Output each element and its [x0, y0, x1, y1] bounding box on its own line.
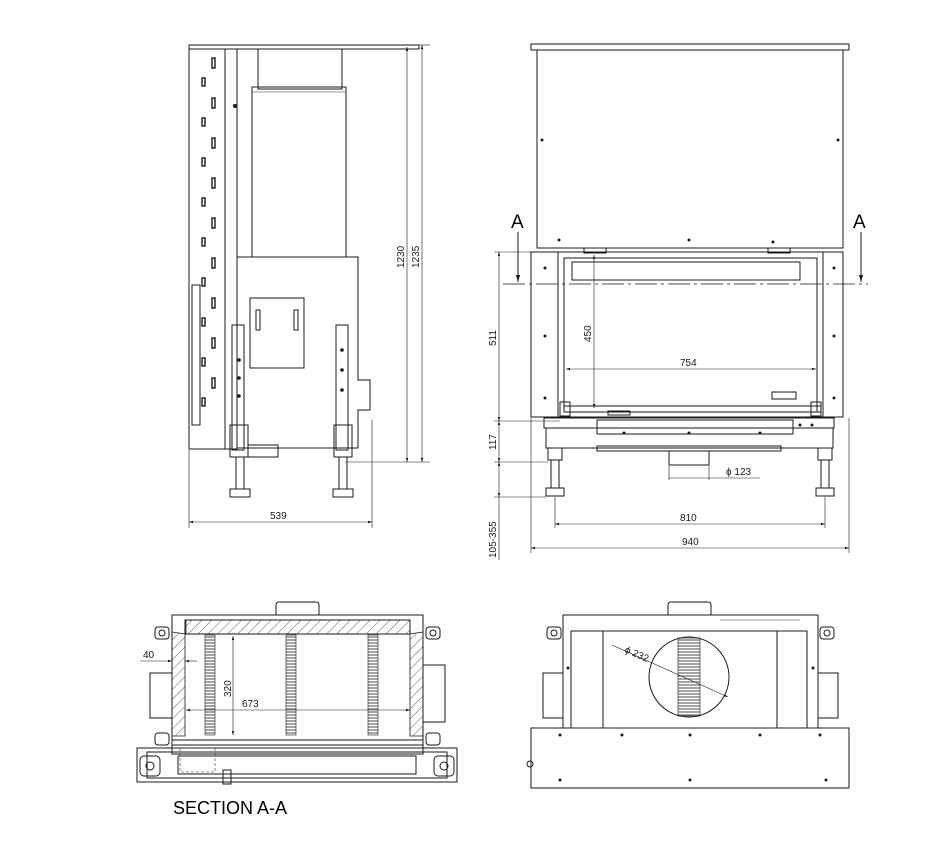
- opening-height-450: 450: [583, 325, 594, 342]
- section-width-673: 673: [242, 699, 259, 710]
- section-wall-40: 40: [143, 650, 155, 661]
- total-width-940: 940: [682, 537, 699, 548]
- glass-height-511: 511: [488, 330, 499, 346]
- section-caption: SECTION A-A: [173, 798, 287, 818]
- side-height-1230: 1230: [396, 245, 407, 268]
- side-wall-slots: [201, 57, 216, 407]
- side-depth-539: 539: [270, 511, 287, 522]
- outlet-diameter-232: ϕ 232: [623, 645, 651, 665]
- section-a-a-view: 320 673 40 SECTION A-A: [136, 601, 458, 818]
- top-view: ϕ 232: [526, 601, 850, 789]
- front-view: A A 450 754 511 117 105-355 ϕ 123 810: [488, 43, 868, 560]
- section-marker-left: A: [511, 212, 524, 233]
- leg-height-105-355: 105-355: [488, 521, 499, 558]
- opening-width-754: 754: [680, 358, 697, 369]
- side-height-1235: 1235: [411, 245, 422, 268]
- flue-diameter-123: ϕ 123: [726, 467, 752, 478]
- section-depth-320: 320: [223, 680, 234, 697]
- leg-spacing-810: 810: [680, 513, 697, 524]
- base-height-117: 117: [488, 434, 499, 450]
- side-view: 1230 1235 539: [188, 44, 430, 528]
- section-marker-right: A: [853, 212, 866, 233]
